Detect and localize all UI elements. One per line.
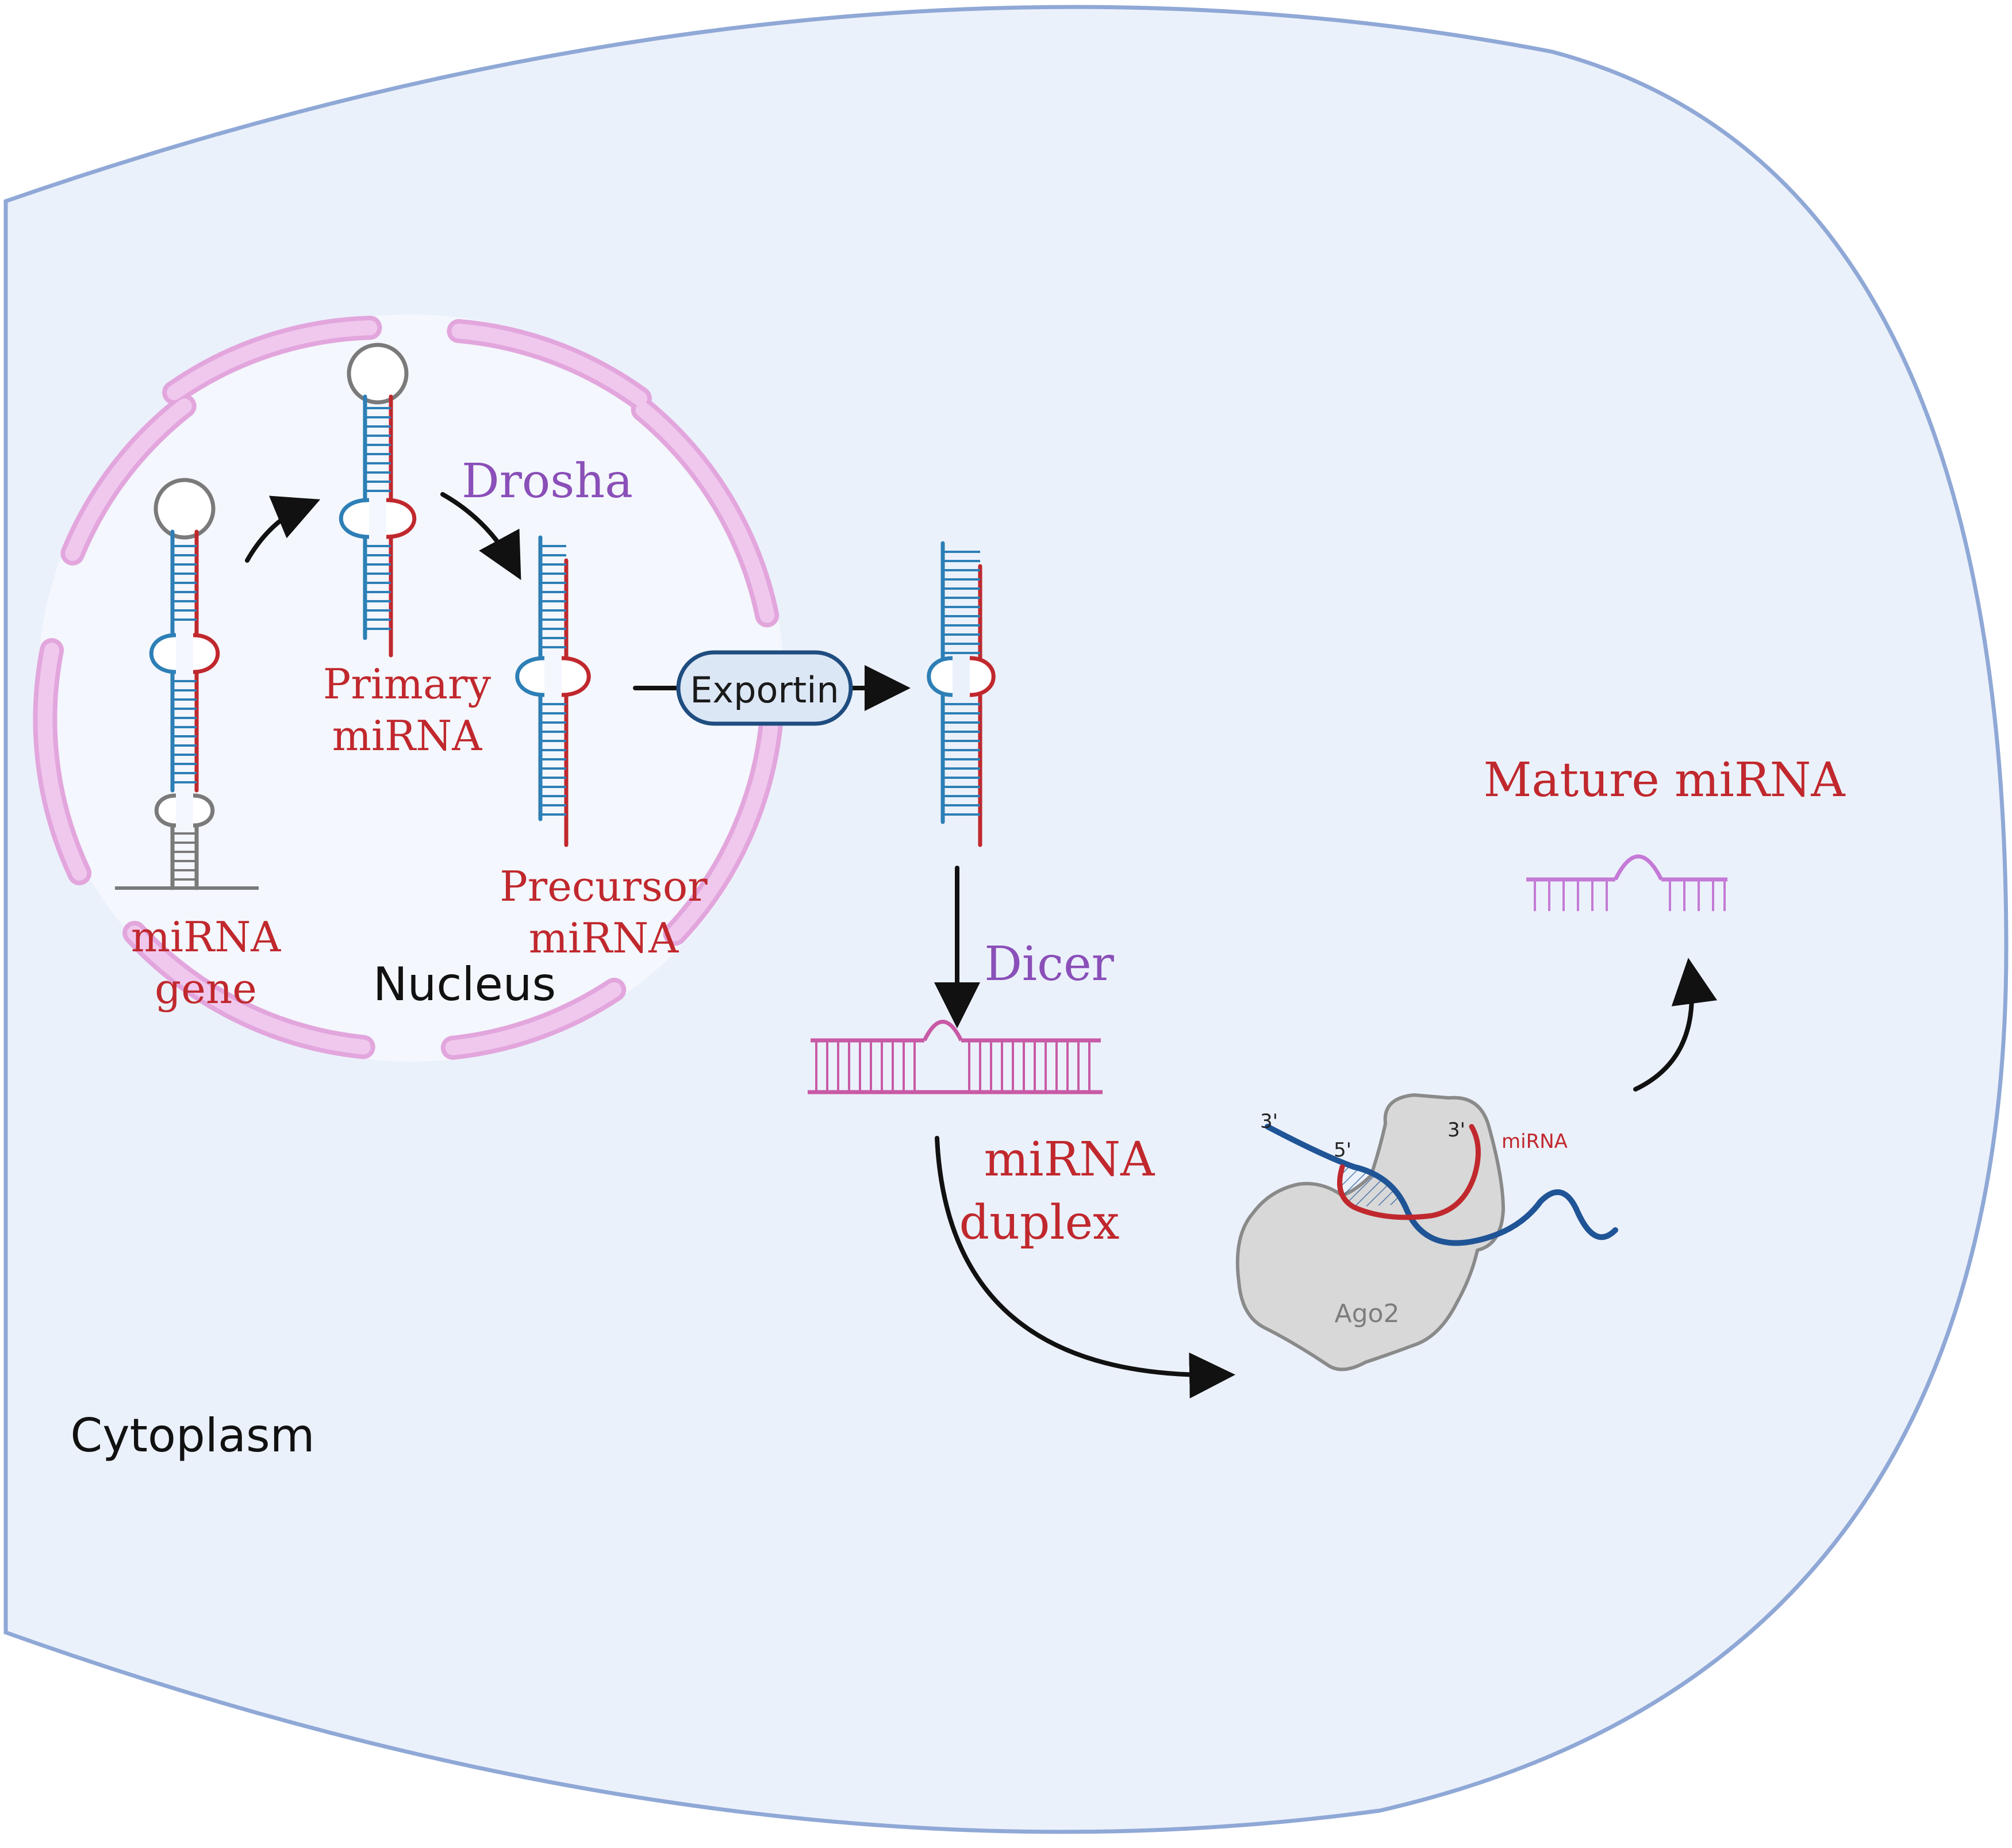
terminal-loop bbox=[347, 343, 409, 405]
bulge-right bbox=[386, 498, 417, 539]
process-arrows bbox=[245, 492, 1718, 1399]
nucleus-label: Nucleus bbox=[373, 958, 556, 1011]
bulge-right bbox=[193, 633, 220, 674]
stem-rungs-lower bbox=[365, 545, 391, 630]
bulge-left bbox=[927, 656, 953, 697]
primary-mirna-label-line1: Primary bbox=[323, 660, 492, 708]
primary-mirna-label-line2: miRNA bbox=[332, 712, 483, 760]
bulge-right bbox=[193, 793, 215, 828]
primary-mirna-hairpin bbox=[339, 343, 417, 658]
stem-rungs-lower bbox=[943, 703, 980, 816]
mature-bulge bbox=[1613, 854, 1664, 881]
arrow-ago2-to-mature bbox=[1633, 958, 1718, 1092]
bulge-left bbox=[515, 656, 545, 697]
exportin-protein: Exportin bbox=[676, 650, 853, 726]
drosha-label: Drosha bbox=[462, 454, 633, 509]
bulge-left bbox=[149, 633, 176, 674]
mirna-duplex-strand bbox=[808, 1020, 1103, 1094]
exportin-label: Exportin bbox=[690, 669, 839, 711]
mirna-duplex-label-line1: miRNA bbox=[984, 1132, 1155, 1187]
stem-rungs-lower bbox=[172, 680, 197, 783]
ago2-complex: Ago2 3' 5' 3' miRNA bbox=[1235, 1093, 1618, 1371]
mirna-duplex-label-line2: duplex bbox=[959, 1196, 1120, 1250]
three-prime-right-label: 3' bbox=[1447, 1119, 1465, 1142]
cytoplasm-label: Cytoplasm bbox=[70, 1409, 314, 1462]
bulge-right bbox=[969, 656, 996, 697]
mature-mirna-strand bbox=[1526, 854, 1727, 911]
exported-precursor-mirna bbox=[927, 541, 996, 847]
exportin-capsule bbox=[676, 650, 853, 726]
ago2-label: Ago2 bbox=[1335, 1299, 1400, 1328]
target-mrna-strand bbox=[1265, 1124, 1618, 1246]
ago2-protein bbox=[1235, 1093, 1505, 1371]
loaded-mirna-strand bbox=[1337, 1124, 1481, 1220]
stem-rungs-lower bbox=[540, 703, 566, 816]
arrow-gene-to-primary bbox=[245, 495, 321, 563]
three-prime-left-label: 3' bbox=[1260, 1110, 1278, 1133]
nucleus-interior bbox=[37, 314, 785, 1062]
mirna-gene-label-line1: miRNA bbox=[131, 913, 282, 961]
terminal-loop bbox=[153, 478, 216, 540]
five-prime-label: 5' bbox=[1334, 1139, 1351, 1162]
nuclear-envelope bbox=[33, 316, 785, 1060]
stem-rungs-upper bbox=[365, 407, 391, 492]
bulge-left bbox=[339, 498, 370, 539]
precursor-mirna-label-line1: Precursor bbox=[500, 862, 708, 910]
precursor-mirna-hairpin bbox=[515, 535, 591, 847]
duplex-rungs bbox=[815, 1042, 1091, 1091]
bulge-left bbox=[154, 793, 176, 828]
labels: miRNA gene Primary miRNA Drosha Precurso… bbox=[70, 454, 1846, 1462]
mature-rungs bbox=[1534, 881, 1726, 911]
stem-rungs-upper bbox=[540, 545, 566, 648]
mirna-gene-label-line2: gene bbox=[155, 965, 257, 1013]
dicer-label: Dicer bbox=[984, 937, 1114, 992]
nucleus bbox=[33, 314, 785, 1062]
stem-rungs-upper bbox=[172, 545, 197, 621]
arrow-primary-to-precursor bbox=[440, 492, 521, 581]
precursor-mirna-label-line2: miRNA bbox=[529, 914, 679, 962]
mirna-gene-hairpin bbox=[115, 478, 259, 890]
mature-mirna-label: Mature miRNA bbox=[1483, 753, 1846, 808]
gene-rungs bbox=[172, 832, 197, 881]
bulge-right bbox=[561, 656, 591, 697]
stem-rungs-upper bbox=[943, 551, 980, 654]
ago-mirna-label: miRNA bbox=[1502, 1130, 1568, 1153]
arrow-duplex-to-ago2 bbox=[935, 1136, 1235, 1399]
mirna-seed-hatch bbox=[1339, 1167, 1403, 1207]
